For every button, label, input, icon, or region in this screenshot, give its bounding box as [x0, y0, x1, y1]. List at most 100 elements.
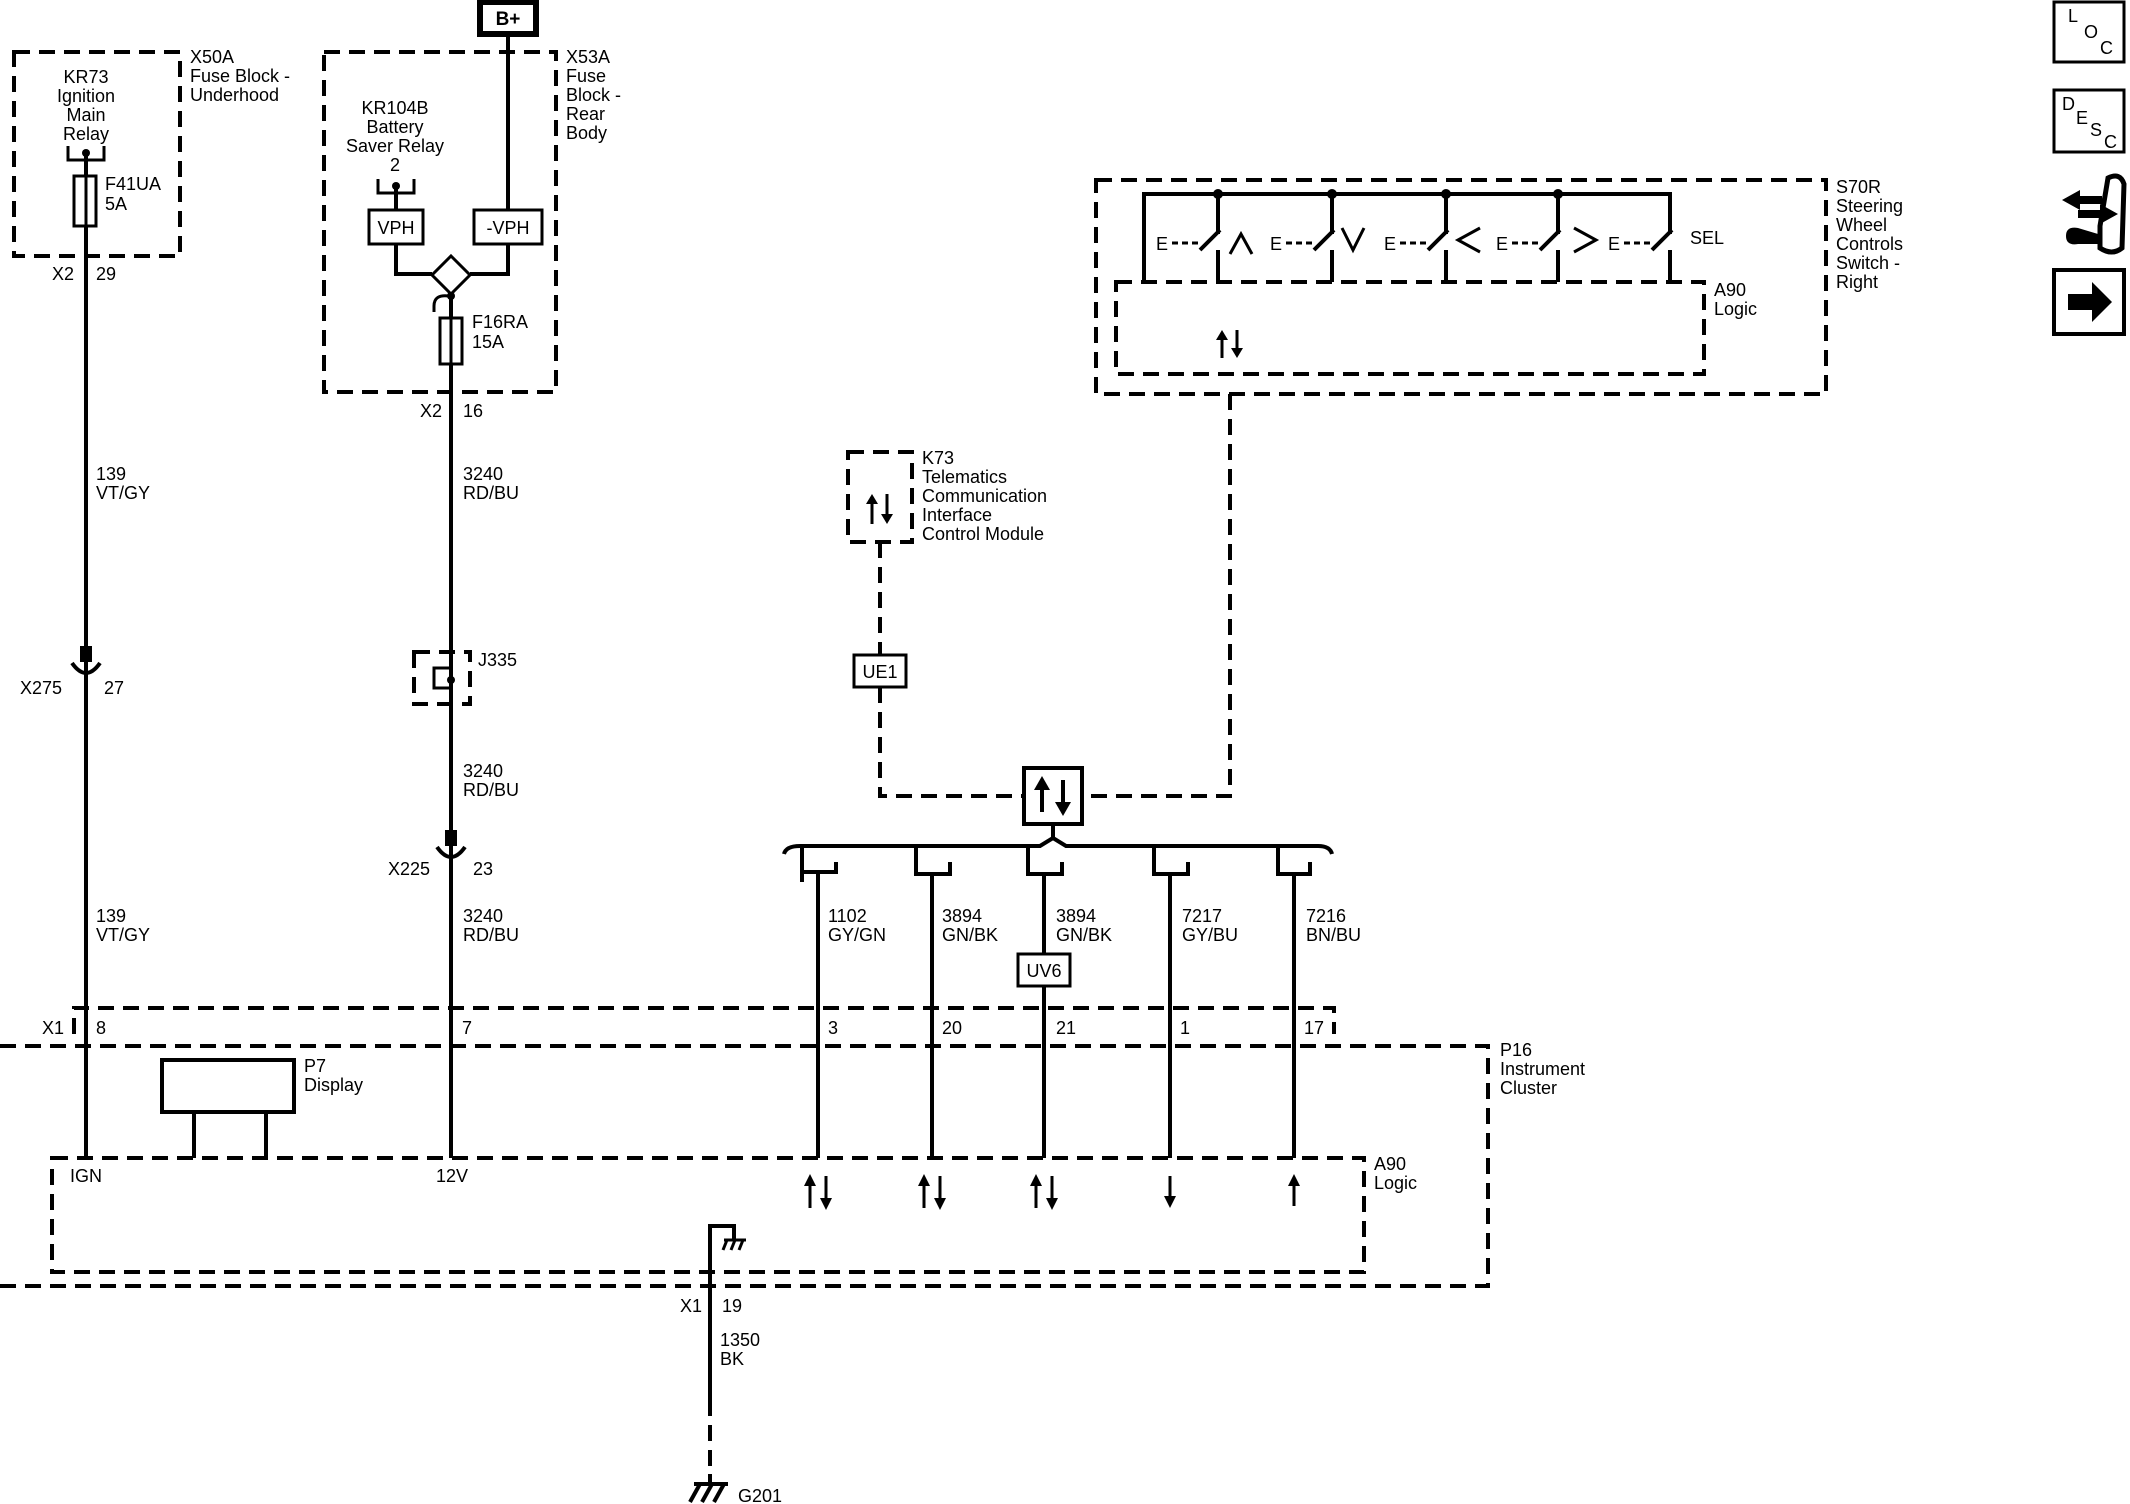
connector-ue1: UE1 [852, 653, 908, 689]
description-icon: D E S C [2062, 94, 2117, 152]
location-letter-1: L [2068, 6, 2078, 26]
wire-139-number-top: 139 [96, 464, 126, 484]
connector-x275-pin: 27 [104, 678, 124, 698]
wire-139-color-bottom: VT/GY [96, 925, 150, 945]
description-button[interactable]: D E S C [2052, 88, 2126, 154]
instrument-cluster-p16: P16 Instrument Cluster P7 Display A90 Lo… [0, 1040, 1585, 1288]
telematics-module-name-4: Control Module [922, 524, 1044, 544]
description-letter-4: C [2104, 132, 2117, 152]
telematics-module-name-1: Telematics [922, 467, 1007, 487]
relay-kr104b-label-4: 2 [390, 155, 400, 175]
wire-7216-number: 7216 [1306, 906, 1346, 926]
vph-label: VPH [377, 218, 414, 238]
fuse-block-rear-ref: X53A [566, 47, 610, 67]
pin-17-up-arrow-icon [1288, 1174, 1300, 1206]
telematics-module-ref: K73 [922, 448, 954, 468]
wire-3894-a: 3894 GN/BK [930, 876, 998, 1158]
steering-wheel-switch-s70r: S70R Steering Wheel Controls Switch - Ri… [1094, 177, 1903, 396]
data-bus-splice [1022, 766, 1084, 826]
connector-uv6-label: UV6 [1026, 961, 1061, 981]
steering-switch-logic-name: Logic [1714, 299, 1757, 319]
location-letter-3: C [2100, 38, 2113, 58]
x1-pin-17: 17 [1304, 1018, 1324, 1038]
steering-switch-name-5: Right [1836, 272, 1878, 292]
fuse-f16ra-label: F16RA [472, 312, 528, 332]
location-letter-2: O [2084, 22, 2098, 42]
description-letter-2: E [2076, 108, 2088, 128]
wire-3894-a-color: GN/BK [942, 925, 998, 945]
connector-x1-top: X1 8 7 3 20 21 1 17 [42, 1006, 1336, 1038]
x1-pin-8: 8 [96, 1018, 106, 1038]
steering-switch-name-3: Controls [1836, 234, 1903, 254]
connector-x1-ref: X1 [42, 1018, 64, 1038]
x2-pin-16: 16 [463, 401, 483, 421]
display-p7-name: Display [304, 1075, 363, 1095]
wire-3894-b-number: 3894 [1056, 906, 1096, 926]
relay-kr104b-symbol [376, 179, 416, 210]
x2-connector-label-rear: X2 [420, 401, 442, 421]
wire-3894-b: 3894 GN/BK UV6 [1016, 876, 1112, 1158]
splice-j335-label: J335 [478, 650, 517, 670]
wire-3240-number-b: 3240 [463, 761, 503, 781]
wire-3894-b-color: GN/BK [1056, 925, 1112, 945]
fuse-block-rear-name-3: Rear [566, 104, 605, 124]
x1-pin-21: 21 [1056, 1018, 1076, 1038]
fuse-f16ra [438, 316, 464, 366]
steering-switch-name-1: Steering [1836, 196, 1903, 216]
location-button[interactable]: L O C [2052, 0, 2126, 64]
fuse-block-underhood-ref: X50A [190, 47, 234, 67]
connector-view-icon [2062, 173, 2127, 255]
x1-pin-20: 20 [942, 1018, 962, 1038]
instrument-cluster-name-2: Cluster [1500, 1078, 1557, 1098]
connector-x275-ref: X275 [20, 678, 62, 698]
steering-switch-logic-ref: A90 [1714, 280, 1746, 300]
relay-kr104b-label-2: Battery [366, 117, 423, 137]
instrument-cluster-logic-name: Logic [1374, 1173, 1417, 1193]
relay-kr104b-label-1: KR104B [361, 98, 428, 118]
switch-up: E [1156, 189, 1254, 282]
switch-left: E [1384, 189, 1481, 282]
wire-3240-color-a: RD/BU [463, 483, 519, 503]
wire-3894-a-number: 3894 [942, 906, 982, 926]
x1-pin-1: 1 [1180, 1018, 1190, 1038]
display-p7-ref: P7 [304, 1056, 326, 1076]
wire-7217-number: 7217 [1182, 906, 1222, 926]
neg-vph-label: -VPH [486, 218, 529, 238]
x1-pin-7: 7 [462, 1018, 472, 1038]
fuse-block-rear-body: X53A Fuse Block - Rear Body KR104B Batte… [322, 47, 621, 421]
fuse-block-underhood-name-2: Underhood [190, 85, 279, 105]
switch-select-e: E [1608, 234, 1620, 254]
telematics-module-name-3: Interface [922, 505, 992, 525]
pin-20-bidirectional-arrow-icon [918, 1174, 946, 1210]
steering-switch-ref: S70R [1836, 177, 1881, 197]
fuse-f41ua-rating: 5A [105, 194, 127, 214]
connector-ue1-label: UE1 [862, 662, 897, 682]
x2-connector-label-left: X2 [52, 264, 74, 284]
description-letter-1: D [2062, 94, 2075, 114]
v12-input-label: 12V [436, 1166, 468, 1186]
connector-x225-pin: 23 [473, 859, 493, 879]
wire-7216: 7216 BN/BU [1292, 876, 1361, 1158]
wire-3240-color-b: RD/BU [463, 780, 519, 800]
battery-supply: B+ [477, 0, 539, 52]
connector-x225-ref: X225 [388, 859, 430, 879]
wire-7217: 7217 GY/BU [1168, 876, 1238, 1158]
relay-kr73-label-4: Relay [63, 124, 109, 144]
connector-view-button[interactable] [2054, 173, 2127, 256]
switch-down-e: E [1270, 234, 1282, 254]
telematics-module-k73: K73 Telematics Communication Interface C… [846, 448, 1047, 544]
location-icon: L O C [2068, 6, 2113, 58]
fuse-block-rear-name-2: Block - [566, 85, 621, 105]
x1-pin-19: 19 [722, 1296, 742, 1316]
wire-1350-number: 1350 [720, 1330, 760, 1350]
fuse-f16ra-rating: 15A [472, 332, 504, 352]
wire-139-number-bottom: 139 [96, 906, 126, 926]
wire-3240-number-a: 3240 [463, 464, 503, 484]
ground-g201: G201 [688, 1474, 782, 1504]
fuse-f41ua-label: F41UA [105, 174, 161, 194]
connector-x275: X275 27 [20, 646, 124, 698]
relay-kr73-label-2: Ignition [57, 86, 115, 106]
next-button[interactable] [2052, 268, 2126, 336]
telematics-module-name-2: Communication [922, 486, 1047, 506]
